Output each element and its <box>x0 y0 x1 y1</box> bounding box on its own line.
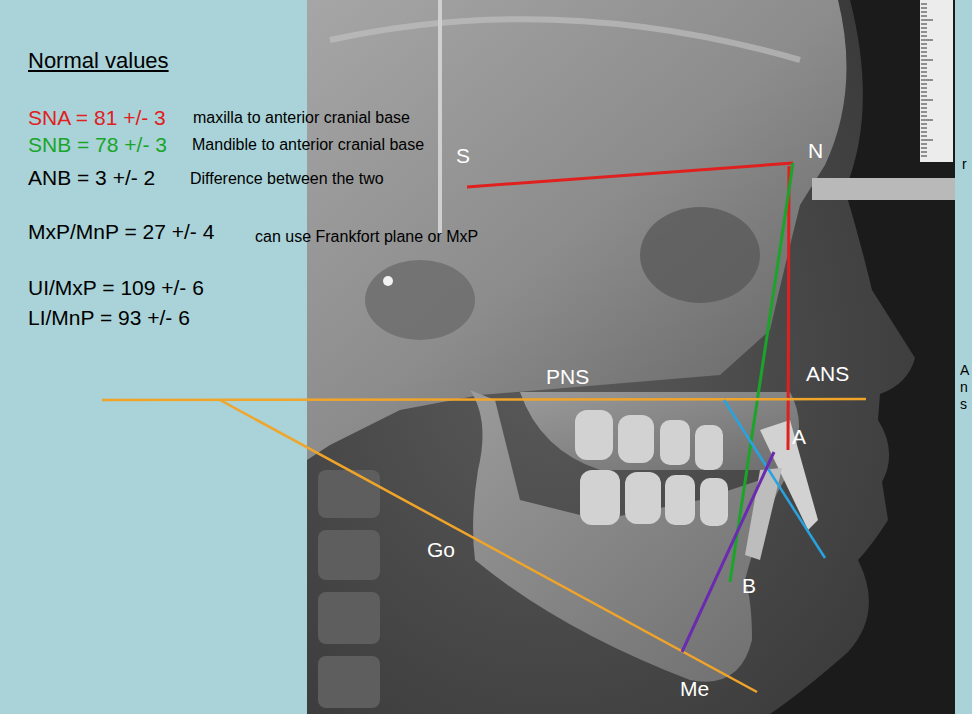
normal-value: SNA = 81 +/- 3 <box>28 106 166 130</box>
ruler-tick <box>921 24 927 25</box>
ruler <box>920 0 953 162</box>
ruler-tick <box>921 32 927 33</box>
ruler-tick <box>921 112 927 113</box>
upper-premolar <box>695 425 723 470</box>
ruler-tick <box>921 20 933 21</box>
ruler-tick <box>921 64 927 65</box>
cervical-vertebrae <box>318 470 380 708</box>
normal-value: UI/MxP = 109 +/- 6 <box>28 276 204 300</box>
ruler-tick <box>921 152 927 153</box>
landmark-label: A <box>792 425 806 449</box>
ruler-tick <box>921 72 927 73</box>
landmark-label: ANS <box>806 362 849 386</box>
upper-molar <box>618 415 654 463</box>
head-holder-rod <box>438 0 442 235</box>
ruler-tick <box>921 132 927 133</box>
ruler-tick <box>921 104 927 105</box>
ruler-tick <box>921 128 927 129</box>
ruler-tick <box>921 16 927 17</box>
skull-vault <box>330 19 800 60</box>
soft-tissue <box>307 0 915 714</box>
landmark-label: N <box>808 139 823 163</box>
ruler-tick <box>921 148 927 149</box>
vertebra <box>318 592 380 644</box>
value-note: can use Frankfort plane or MxP <box>255 228 478 246</box>
ruler-tick <box>921 96 927 97</box>
cut-text: s <box>960 396 967 412</box>
ruler-tick <box>921 136 927 137</box>
ruler-tick <box>921 76 927 77</box>
landmark-label: Me <box>680 677 709 701</box>
ruler-ticks <box>921 4 933 156</box>
vertebra <box>318 470 380 518</box>
ruler-tick <box>921 140 933 141</box>
table-heading: Normal values <box>28 48 169 73</box>
nasion-relator <box>812 178 955 200</box>
landmark-label: PNS <box>546 365 589 389</box>
ruler-tick <box>921 56 927 57</box>
upper-premolar <box>660 420 690 465</box>
ruler-tick <box>921 84 927 85</box>
mandibular-plane <box>220 400 757 692</box>
lower-molar <box>625 472 661 524</box>
value-note: Mandible to anterior cranial base <box>192 136 424 154</box>
ruler-tick <box>921 68 927 69</box>
ear-rod <box>383 276 393 286</box>
ruler-tick <box>921 44 927 45</box>
mandible <box>470 390 790 682</box>
normal-value: MxP/MnP = 27 +/- 4 <box>28 220 214 244</box>
value-note: maxilla to anterior cranial base <box>193 109 410 127</box>
upper-incisor-axis <box>724 400 825 558</box>
ruler-tick <box>921 4 927 5</box>
ruler-tick <box>921 40 933 41</box>
na-line <box>788 166 789 450</box>
upper-molar <box>575 410 613 460</box>
ruler-tick <box>921 12 927 13</box>
ruler-tick <box>921 8 927 9</box>
cut-text: r <box>962 156 967 172</box>
lower-incisor-axis <box>682 452 774 652</box>
landmark-label: S <box>456 144 470 168</box>
normal-value: SNB = 78 +/- 3 <box>28 133 167 157</box>
orbit <box>640 207 760 303</box>
lower-molar <box>580 470 620 525</box>
nb-line <box>730 163 793 582</box>
landmark-label: B <box>742 574 756 598</box>
ruler-tick <box>921 124 927 125</box>
ear-region <box>365 260 475 340</box>
vertebra <box>318 530 380 580</box>
ruler-tick <box>921 156 927 157</box>
ruler-tick <box>921 100 933 101</box>
ruler-tick <box>921 116 927 117</box>
landmark-label: Go <box>427 538 455 562</box>
lower-premolar <box>665 475 695 525</box>
ruler-tick <box>921 80 933 81</box>
sn-line <box>467 163 793 187</box>
normal-value: LI/MnP = 93 +/- 6 <box>28 306 190 330</box>
ruler-tick <box>921 88 927 89</box>
ruler-tick <box>921 36 927 37</box>
ruler-tick <box>921 144 927 145</box>
film-background <box>307 0 955 714</box>
ruler-tick <box>921 52 927 53</box>
lower-premolar <box>700 478 728 526</box>
ruler-tick <box>921 48 927 49</box>
teeth <box>575 410 818 560</box>
ruler-tick <box>921 92 927 93</box>
vertebra <box>318 656 380 708</box>
maxillary-plane <box>102 399 866 400</box>
ruler-tick <box>921 60 933 61</box>
ruler-tick <box>921 120 933 121</box>
value-note: Difference between the two <box>190 170 384 188</box>
cut-text: n <box>960 379 968 395</box>
cut-text: A <box>960 362 969 378</box>
ruler-tick <box>921 108 927 109</box>
ruler-tick <box>921 28 927 29</box>
normal-value: ANB = 3 +/- 2 <box>28 166 155 190</box>
